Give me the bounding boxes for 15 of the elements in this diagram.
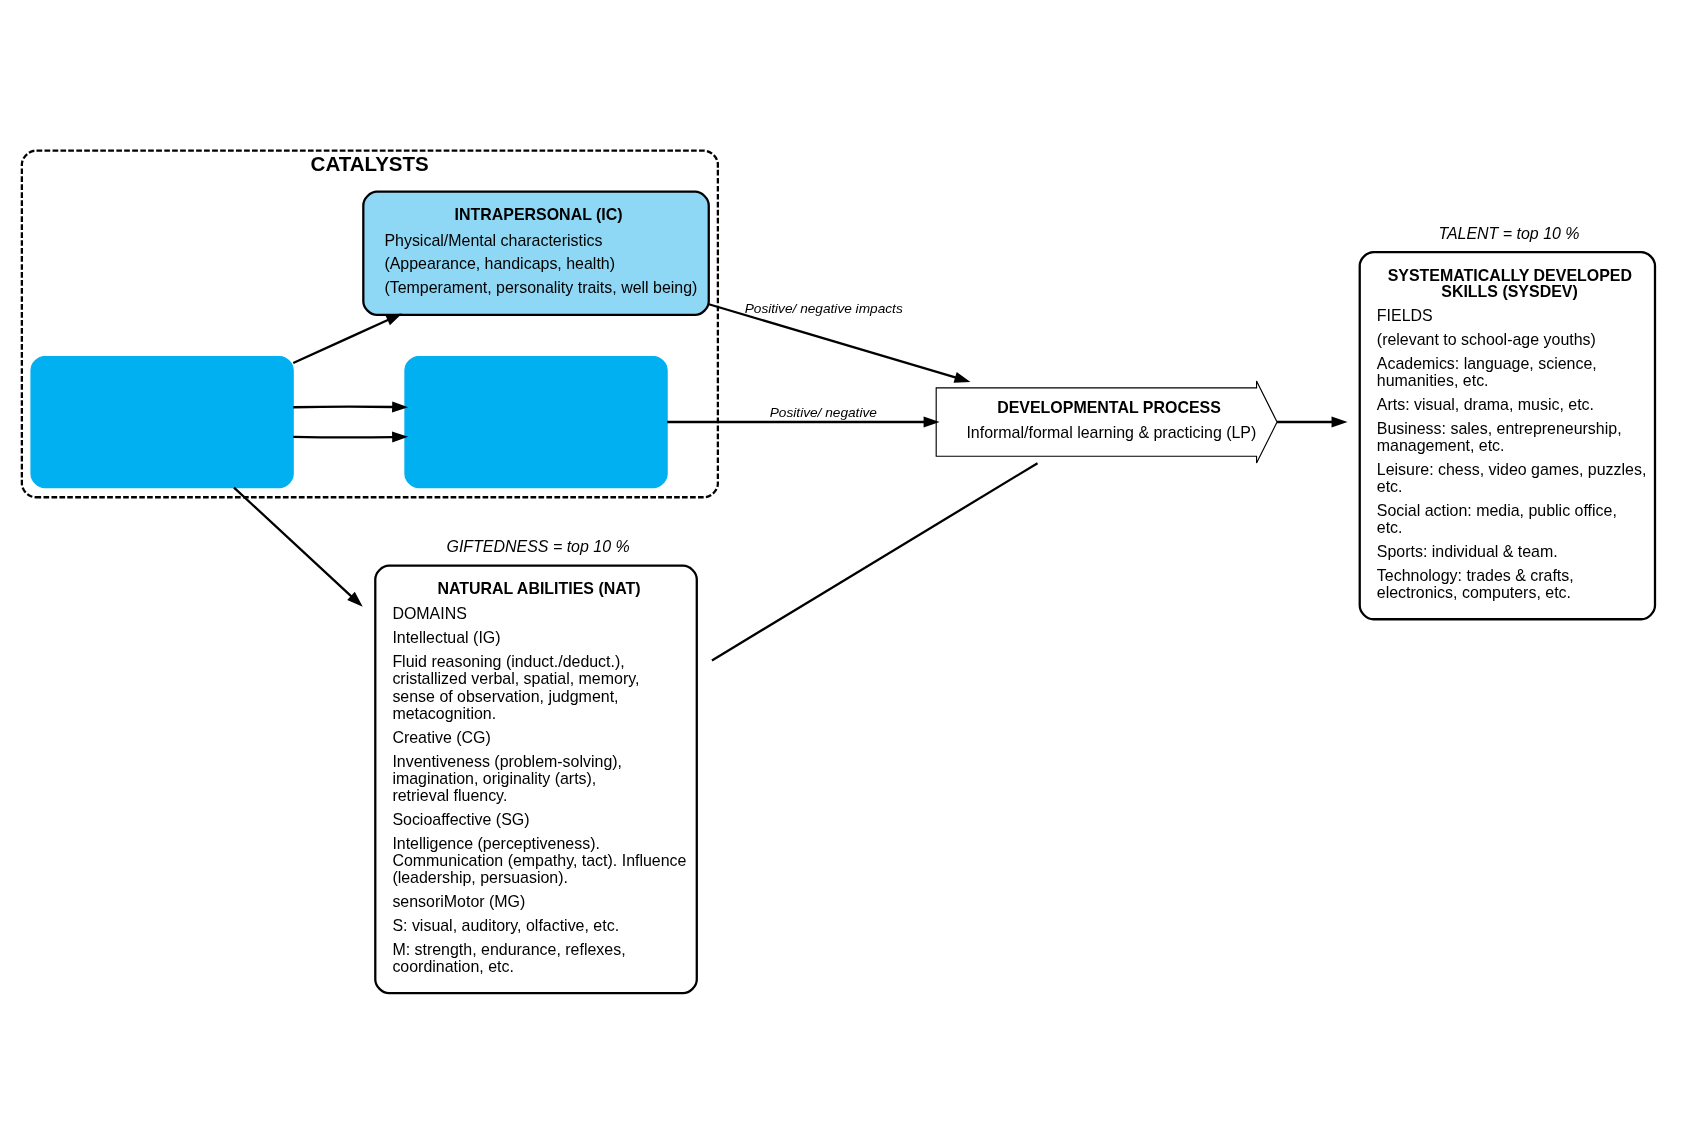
arrow [1277,415,1348,428]
node-box [404,355,668,488]
arrow [233,486,363,607]
arrow [293,430,409,443]
node-box [30,355,294,488]
arrow [667,415,940,428]
edge-label: Positive/ negative impacts [744,300,903,316]
arrow [293,400,409,413]
node-label: GIFTEDNESS = top 10 % [446,537,630,555]
arrow [708,302,971,383]
node-box: INTRAPERSONAL (IC) Physical/Mental characteristics (Appearance, handicaps, health) (Temperament, personality traits, well being) [362,190,710,316]
connector [711,461,1039,661]
edge-label: Positive/ negative [769,404,877,420]
node-label: TALENT = top 10 % [1438,224,1580,242]
arrow [292,313,403,364]
